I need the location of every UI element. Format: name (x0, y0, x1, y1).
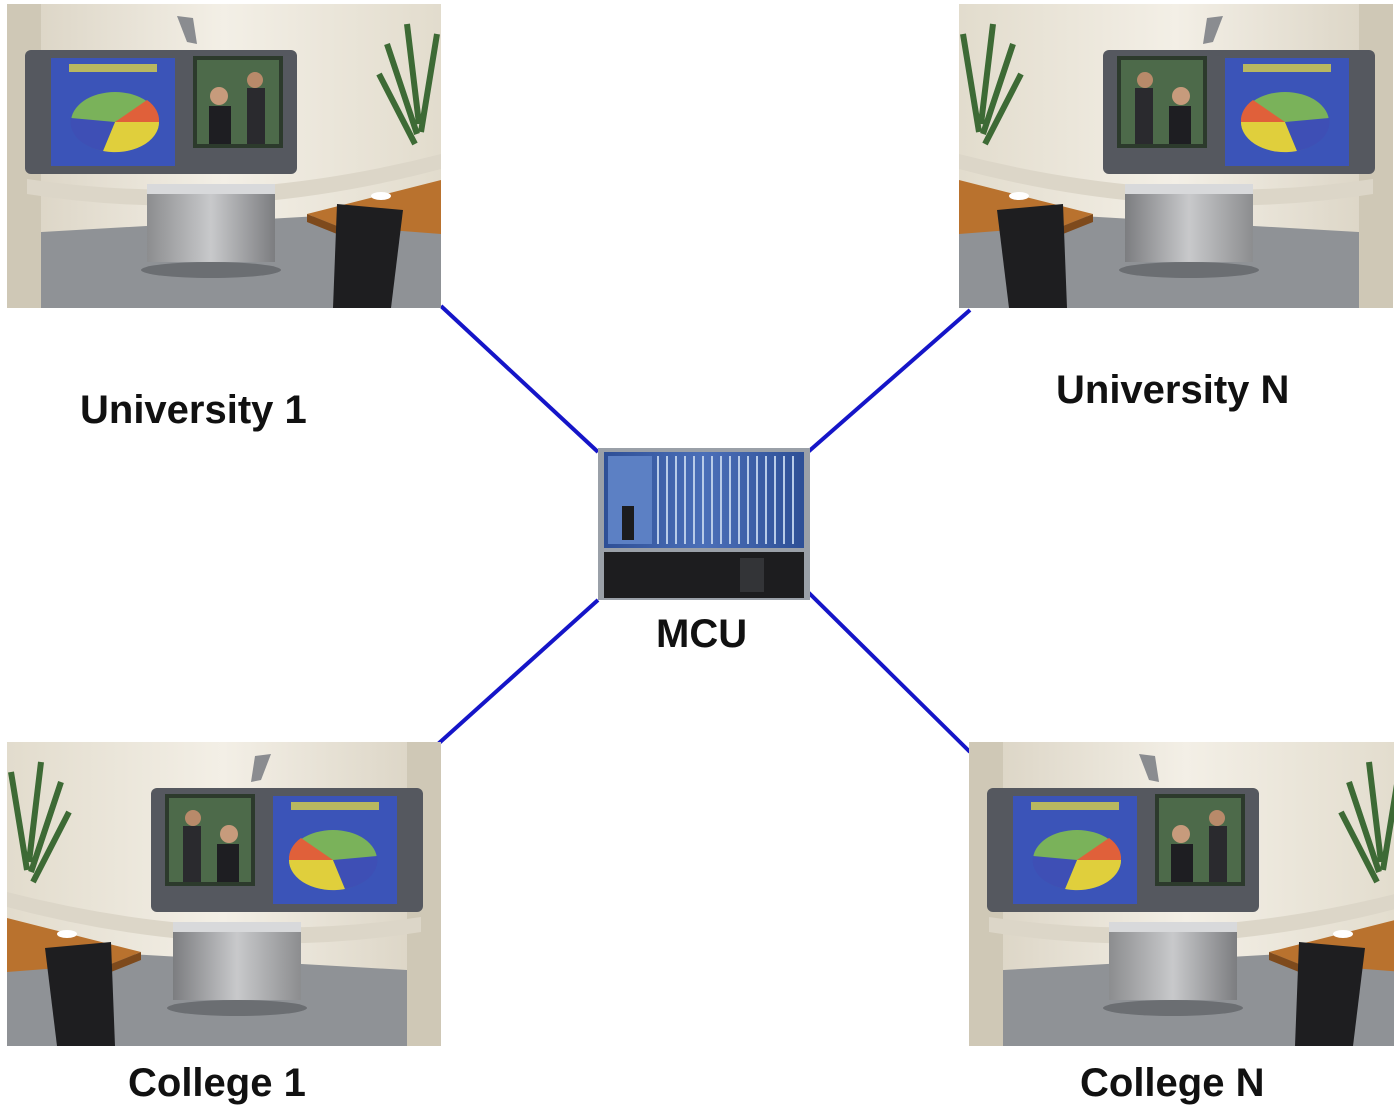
label-university-1: University 1 (80, 388, 307, 432)
link-college-n (806, 590, 972, 754)
room-college-n-image (969, 742, 1394, 1046)
room-college-1-image (7, 742, 441, 1046)
label-college-1: College 1 (128, 1061, 306, 1105)
label-mcu: MCU (656, 612, 748, 656)
room-university-n-image (959, 4, 1393, 308)
link-university-n (806, 308, 972, 454)
label-university-n: University N (1056, 368, 1290, 412)
label-college-n: College N (1080, 1061, 1265, 1105)
link-university-1 (439, 304, 600, 454)
mcu-image (598, 448, 810, 600)
link-college-1 (436, 598, 600, 746)
room-university-1-image (7, 4, 441, 308)
